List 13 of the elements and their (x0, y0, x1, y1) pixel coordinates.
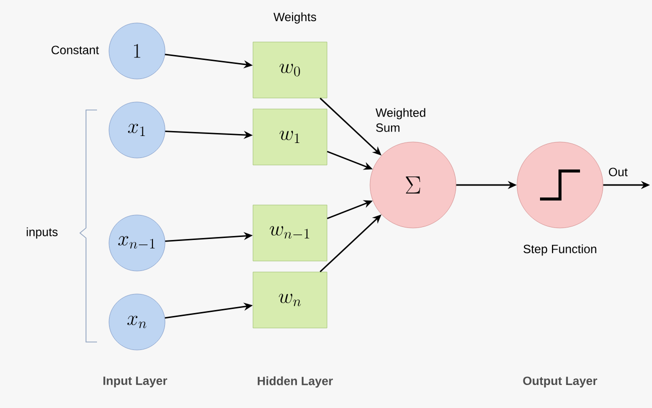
weight-box: $w_{n}$ (252, 272, 328, 328)
layer-label: Input Layer (103, 376, 168, 388)
layer-label: Hidden Layer (258, 376, 333, 388)
node-caption: Constant (52, 46, 99, 54)
layer-label: Output Layer (523, 376, 598, 388)
group-label: inputs (26, 227, 58, 239)
weight-box: $w_{n-1}$ (252, 204, 328, 262)
weight-box: $w_{1}$ (252, 108, 328, 166)
step-function-circle (516, 142, 604, 228)
node-caption: Weighted Sum (376, 108, 426, 132)
weight-box: $w_{0}$ (252, 42, 328, 98)
column-label: Weights (274, 12, 316, 24)
node-caption: Step Function (524, 244, 596, 256)
